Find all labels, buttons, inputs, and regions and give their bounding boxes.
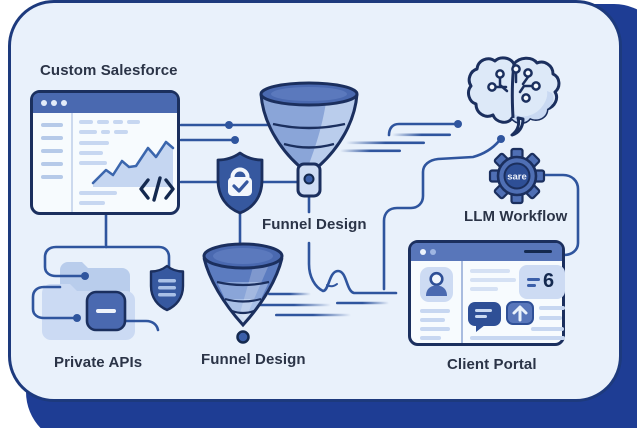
sidebar-divider: [71, 113, 73, 212]
cone-funnel-icon: [202, 242, 284, 344]
upload-arrow-icon: [512, 305, 528, 322]
funnel-design-top-label: Funnel Design: [262, 216, 367, 233]
funnel-icon: [259, 81, 359, 198]
salesforce-window: [30, 90, 180, 215]
portal-divider: [461, 261, 463, 343]
badge-count: 6: [543, 270, 555, 292]
api-key-icon: [85, 290, 127, 332]
salesforce-titlebar: [33, 93, 177, 113]
avatar: [420, 267, 453, 302]
chat-bubble-icon: [468, 302, 501, 332]
funnel-design-bottom-label: Funnel Design: [201, 351, 306, 368]
upload-button: [506, 301, 534, 325]
code-icon: [139, 176, 175, 202]
window-dot: [420, 249, 426, 255]
private-apis-label: Private APIs: [54, 354, 143, 371]
gear-icon: sare: [488, 147, 546, 205]
client-portal-window: 6: [408, 240, 565, 346]
window-dot: [41, 100, 47, 106]
shield-lock-icon: [216, 151, 264, 215]
menu-dash-icon: [524, 250, 552, 253]
window-dot: [430, 249, 436, 255]
brain-icon: [467, 56, 561, 137]
badge-bars-icon: [527, 278, 540, 281]
llm-workflow-label: LLM Workflow: [464, 208, 568, 225]
portal-titlebar: [411, 243, 562, 261]
custom-salesforce-label: Custom Salesforce: [40, 62, 178, 79]
gear-text: sare: [507, 172, 527, 183]
user-icon: [426, 271, 447, 296]
window-dot: [51, 100, 57, 106]
client-portal-label: Client Portal: [447, 356, 537, 373]
count-badge: 6: [519, 265, 565, 299]
window-dot: [61, 100, 67, 106]
shield-icon: [149, 264, 185, 312]
badge-bars-icon: [527, 284, 536, 287]
line-chart: [91, 140, 175, 187]
